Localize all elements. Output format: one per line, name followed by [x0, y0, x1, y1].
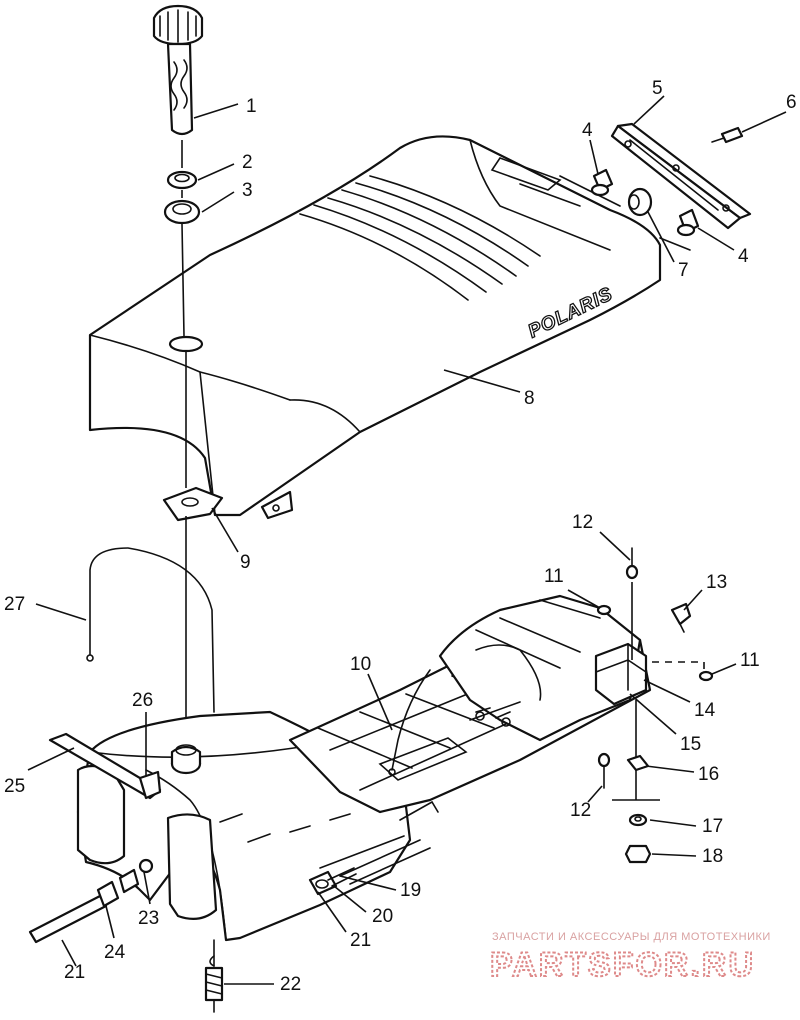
bracket-guide-lines: [559, 175, 691, 251]
mount-stud-lower: [676, 208, 700, 237]
callout-12-bottom: 12: [570, 800, 591, 821]
callout-26: 26: [132, 690, 153, 711]
callout-1: 1: [246, 96, 257, 117]
grommet-upper: [166, 170, 198, 190]
callout-27: 27: [4, 594, 25, 615]
callout-4-lower: 4: [738, 246, 749, 267]
grommet-lower: [163, 199, 201, 225]
callout-4-upper: 4: [582, 120, 593, 141]
callout-23: 23: [138, 908, 159, 929]
callout-25: 25: [4, 776, 25, 797]
spring-22: [204, 939, 224, 1013]
nut-18: [624, 844, 652, 864]
fuel-tank-filler-neck: [170, 744, 202, 775]
watermark-logo: PARTSFOR.RU: [490, 946, 755, 984]
fuel-outlet-fitting: [118, 858, 154, 894]
callout-11-right: 11: [740, 650, 760, 671]
callout-12-top: 12: [572, 512, 593, 533]
regulator-module: [594, 642, 648, 706]
tank-bracket-26: [138, 770, 162, 800]
callout-16: 16: [698, 764, 719, 785]
callout-2: 2: [242, 152, 253, 173]
watermark-tagline: ЗАПЧАСТИ И АКСЕССУАРЫ ДЛЯ МОТОТЕХНИКИ: [492, 931, 771, 943]
plate-16: [626, 754, 650, 772]
callout-15: 15: [680, 734, 701, 755]
callout-19: 19: [400, 880, 421, 901]
rivet-12-bottom: [597, 752, 611, 789]
mount-stud-upper: [590, 168, 614, 197]
console-box: [438, 594, 642, 742]
callout-17: 17: [702, 816, 723, 837]
callout-6: 6: [786, 92, 797, 113]
callout-5: 5: [652, 78, 663, 99]
tank-right-pod: [166, 813, 218, 921]
fuel-line: [28, 894, 108, 944]
assembly-axis-line: [181, 140, 187, 742]
leader-lines: [27, 95, 787, 985]
callout-labels: 1 2 3 4 5 6 4 7 8 9 12 11 13 11 10 14 15…: [4, 78, 797, 995]
cable-fittings: [469, 701, 521, 727]
washer-11-left: [596, 604, 612, 616]
washer-11-guide: [652, 661, 705, 672]
vent-wire: [89, 547, 215, 713]
callout-22: 22: [280, 974, 301, 995]
callout-21-left: 21: [64, 962, 85, 983]
callout-10: 10: [350, 654, 371, 675]
washer-11-right: [698, 670, 714, 682]
watermark: ЗАПЧАСТИ И АКСЕССУАРЫ ДЛЯ МОТОТЕХНИКИ PA…: [489, 931, 771, 985]
callout-3: 3: [242, 180, 253, 201]
taillight-bracket: [610, 122, 752, 230]
filler-gasket: [162, 486, 224, 522]
push-clip-13: [670, 602, 692, 633]
callout-13: 13: [706, 572, 727, 593]
rivet-12-top: [625, 547, 639, 580]
hardware-axis-line: [631, 582, 637, 800]
fuel-cap-with-gauge: [152, 4, 204, 136]
washer-17: [628, 813, 648, 827]
callout-11-left: 11: [544, 566, 564, 587]
seat-assembly: [88, 135, 662, 520]
tank-left-pod: [76, 764, 126, 865]
callout-9: 9: [240, 552, 251, 573]
wire-end-top: [86, 654, 94, 662]
callout-18: 18: [702, 846, 723, 867]
callout-14: 14: [694, 700, 716, 721]
callout-8: 8: [524, 388, 535, 409]
callout-7: 7: [678, 260, 689, 281]
mounting-screw: [711, 126, 744, 144]
callout-24: 24: [104, 942, 126, 963]
taillight-lens: [627, 187, 653, 217]
line-connector-19-20: [308, 867, 357, 896]
fuel-line-clamp: [96, 880, 120, 908]
callout-20: 20: [372, 906, 393, 927]
callout-21-right: 21: [350, 930, 371, 951]
throttle-cable-10: [388, 669, 431, 776]
